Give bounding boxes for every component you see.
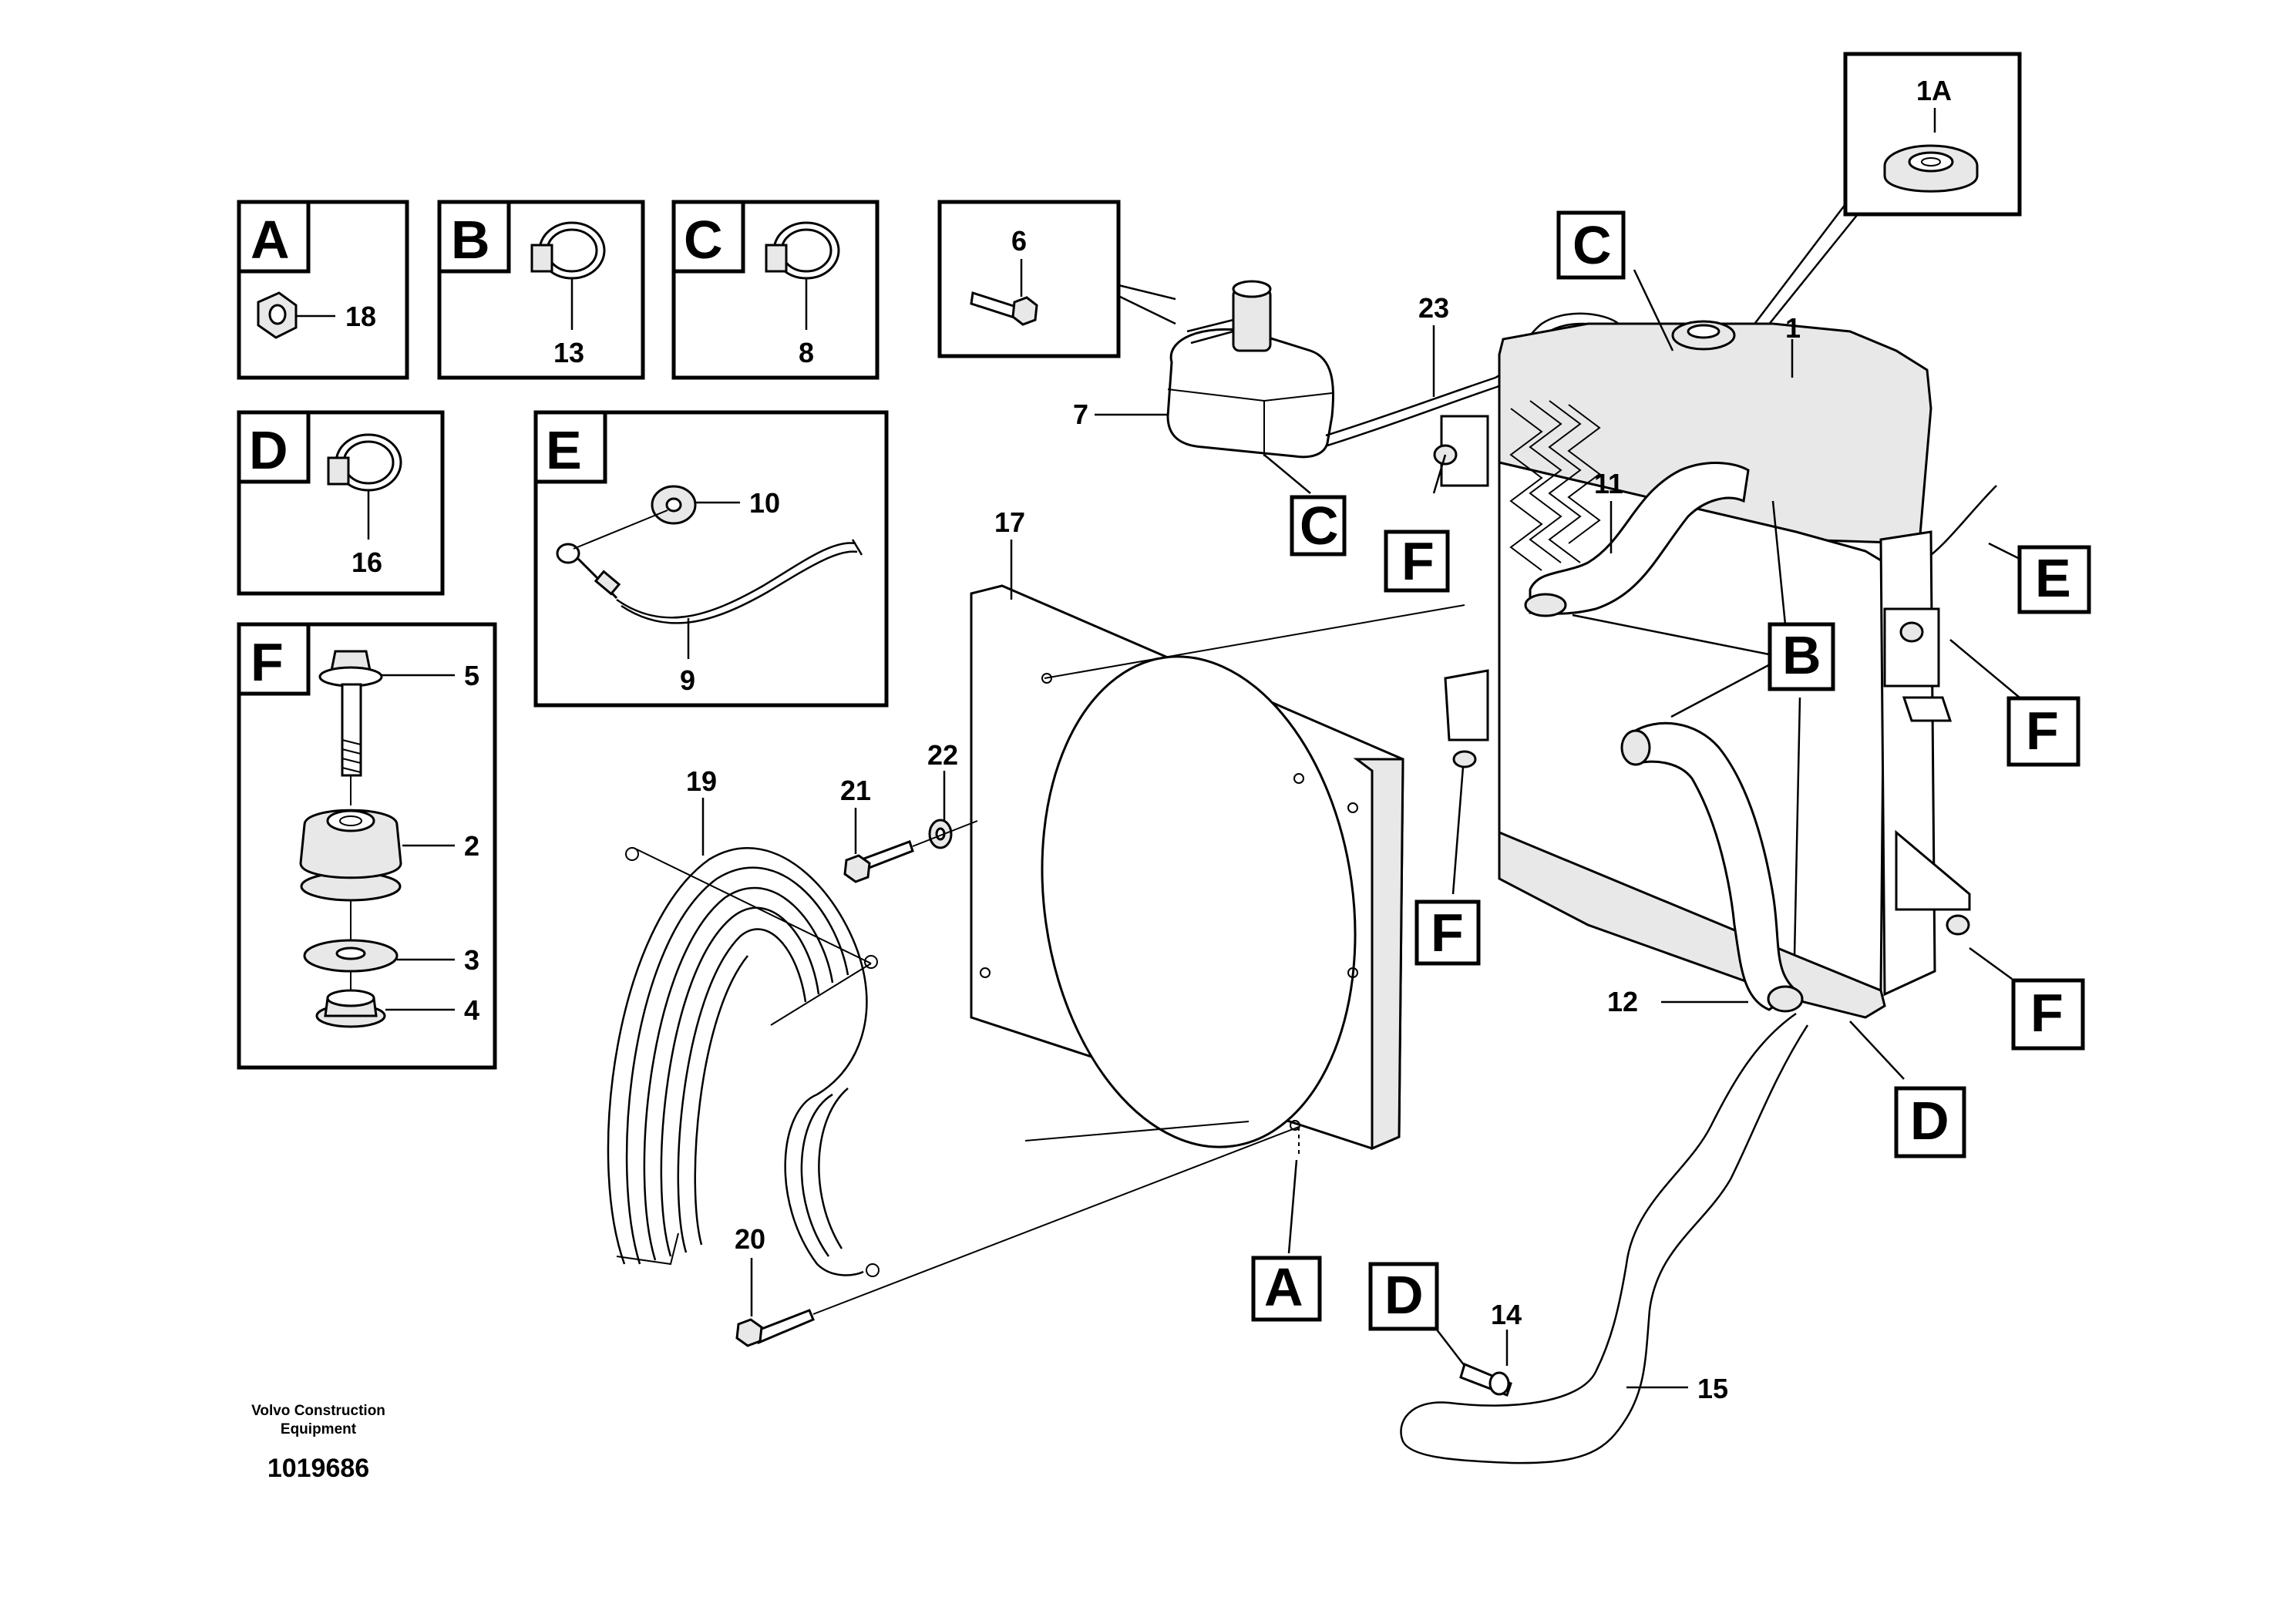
part-number-23: 23 [1418, 292, 1449, 324]
hose-clamp-16-icon [327, 433, 402, 492]
bolt-21 [843, 840, 914, 883]
svg-text:B: B [1782, 625, 1821, 685]
part-number-8: 8 [799, 337, 814, 368]
part-number-10: 10 [749, 487, 780, 519]
callout-c-tank: C [1290, 495, 1347, 556]
callout-f-lower: F [1414, 899, 1481, 966]
part-number-11: 11 [1594, 468, 1623, 499]
svg-text:C: C [1572, 215, 1612, 275]
ground-cable-9-icon [556, 539, 863, 624]
washer-22 [928, 819, 953, 849]
fan-shroud-17 [970, 584, 1465, 1151]
part-number-9: 9 [680, 664, 695, 696]
nut-18-icon [257, 291, 298, 339]
part-number-6: 6 [1011, 225, 1027, 257]
svg-text:F: F [1431, 903, 1464, 963]
drawing-number: 1019686 [267, 1454, 369, 1483]
callout-f-right-upper: F [2006, 696, 2080, 767]
inset-box-d-letter: D [249, 420, 288, 480]
inset-box-e: E 10 9 [533, 410, 889, 708]
radiator-core-mesh [1509, 400, 1601, 571]
footer-company-line1: Volvo Construction [251, 1403, 385, 1419]
washer-10-icon [651, 485, 697, 525]
svg-text:D: D [1910, 1091, 1949, 1151]
part-number-12: 12 [1607, 986, 1638, 1017]
part-number-16: 16 [352, 546, 382, 578]
svg-text:C: C [1300, 496, 1339, 556]
part-number-22: 22 [927, 739, 958, 771]
callout-b: B [1768, 622, 1835, 691]
hose-clamp-13-icon [530, 221, 606, 280]
part-number-20: 20 [735, 1223, 765, 1255]
inset-box-d: D 16 [237, 410, 445, 596]
drain-hose-15 [1400, 1012, 1809, 1464]
radiator-cap-1a-icon [1883, 144, 1979, 193]
lower-hose-12 [1620, 721, 1804, 1013]
rubber-mount-2-icon [299, 809, 402, 902]
part-number-15: 15 [1697, 1373, 1728, 1404]
upper-hose-11 [1524, 462, 1750, 617]
part-number-7: 7 [1073, 398, 1088, 430]
callout-f-right-lower: F [2011, 978, 2085, 1051]
flange-nut-4-icon [315, 989, 386, 1028]
part-number-21: 21 [840, 775, 871, 806]
part-number-5: 5 [464, 660, 479, 691]
part-number-17: 17 [994, 506, 1025, 538]
inset-box-c-letter: C [684, 210, 723, 270]
part-number-2: 2 [464, 830, 479, 862]
footer-company-line2: Equipment [281, 1421, 357, 1437]
inset-box-c: C 8 [671, 200, 880, 380]
expansion-tank-7 [1166, 280, 1334, 459]
inset-box-b-letter: B [451, 210, 490, 270]
bolt-6-icon [970, 291, 1038, 326]
callout-e: E [2017, 545, 2091, 614]
inset-box-b: B 13 [437, 200, 645, 380]
inset-box-a: A 18 [237, 200, 409, 380]
svg-text:F: F [2026, 701, 2059, 761]
inset-box-bolt-6: 6 [937, 200, 1176, 358]
inset-box-e-letter: E [546, 420, 582, 480]
svg-text:F: F [2030, 983, 2064, 1043]
part-number-3: 3 [464, 944, 479, 976]
inset-box-cap-1a: 1A [1731, 52, 2022, 358]
bolt-20 [735, 1309, 815, 1347]
part-number-13: 13 [553, 337, 584, 368]
callout-f-upper: F [1384, 530, 1450, 593]
part-number-14: 14 [1491, 1299, 1522, 1330]
fan-guard-19 [607, 847, 880, 1277]
svg-text:E: E [2035, 548, 2071, 608]
inset-box-f-letter: F [251, 632, 284, 692]
svg-text:F: F [1401, 531, 1435, 591]
callout-d-right: D [1894, 1086, 1966, 1158]
part-number-4: 4 [464, 994, 479, 1026]
part-number-1: 1 [1785, 312, 1801, 344]
inset-box-a-letter: A [251, 210, 290, 270]
hose-clamp-8-icon [765, 221, 840, 280]
callout-a-bottom: A [1251, 1256, 1322, 1322]
svg-text:D: D [1384, 1265, 1424, 1325]
washer-3-icon [303, 939, 399, 973]
callout-d-bottom: D [1368, 1262, 1439, 1331]
part-number-18: 18 [345, 301, 376, 332]
svg-text:A: A [1264, 1257, 1303, 1317]
footer: Volvo Construction Equipment 1019686 [251, 1403, 385, 1483]
part-number-1a: 1A [1916, 75, 1952, 106]
radiator-1 [1433, 320, 1971, 1019]
inset-box-f: F 5 2 3 4 [237, 622, 497, 1070]
bolt-5-icon [318, 650, 383, 777]
part-number-19: 19 [686, 765, 717, 797]
callout-c-top: C [1556, 210, 1626, 280]
